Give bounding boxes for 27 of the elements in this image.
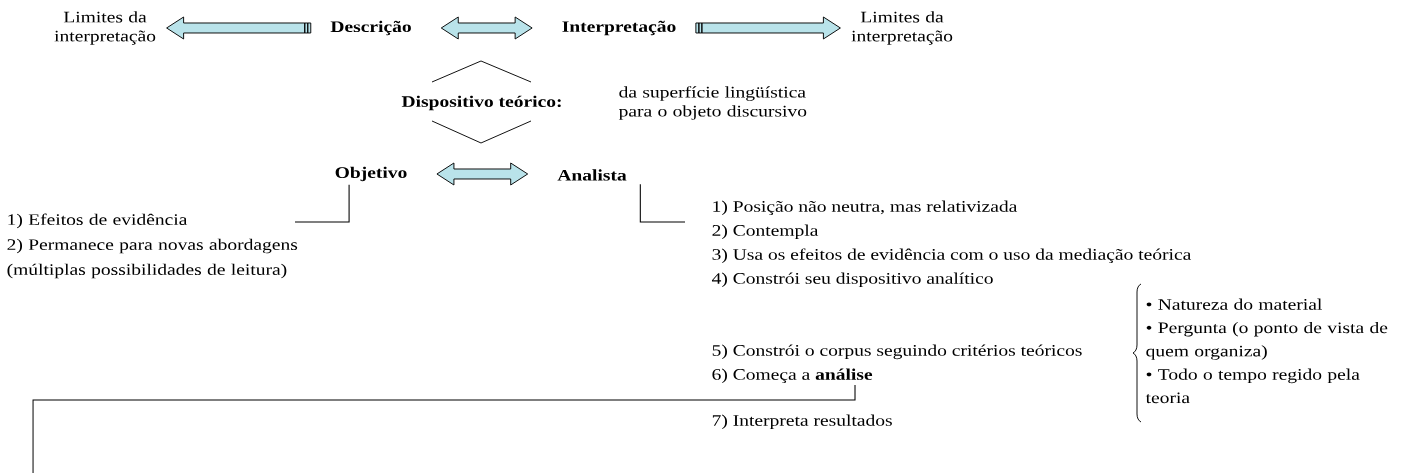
bullet-item: • Todo o tempo regido pela teoria — [1145, 368, 1360, 404]
bullet-item: • Pergunta (o ponto de vista de quem organiza) — [1146, 321, 1388, 360]
numbered-item: 7) Interpreta resultados — [712, 414, 892, 430]
numbered-item: 1) Efeitos de evidência — [8, 213, 188, 229]
bullet-item: • Natureza do material — [1146, 298, 1322, 310]
concept-label: Analista — [557, 169, 627, 181]
concept-label: Interpretação — [562, 20, 676, 36]
node-caption: da superfície lingüística para o objeto discursivo — [618, 86, 807, 120]
hexagon-box: Dispositivo teórico: — [401, 60, 561, 144]
numbered-item: 4) Constrói seu dispositivo analítico — [712, 272, 993, 288]
connector-line — [32, 384, 856, 473]
numbered-item: 2) Permanece para novas abordagens (múltiplas possibilidades de leitura) — [7, 238, 298, 279]
numbered-item: 5) Constrói o corpus seguindo critérios teóricos — [712, 344, 1082, 360]
note-text: Limites da interpretação — [851, 11, 953, 45]
connector-line — [639, 183, 686, 223]
double-block-arrow — [436, 162, 529, 186]
numbered-item: 1) Posição não neutra, mas relativizada — [713, 200, 1018, 216]
numbered-item: 6) Começa a análise — [712, 368, 873, 384]
connector-line — [294, 184, 350, 223]
double-block-arrow — [440, 16, 533, 40]
block-arrow — [695, 16, 841, 40]
numbered-item: 3) Usa os efeitos de evidência com o uso da mediação teórica — [712, 248, 1192, 264]
numbered-item: 2) Contempla — [712, 224, 819, 240]
block-arrow — [166, 16, 312, 40]
concept-label: Descrição — [330, 20, 411, 36]
note-text: Limites da interpretação — [54, 11, 156, 45]
concept-label: Objetivo — [335, 166, 407, 182]
